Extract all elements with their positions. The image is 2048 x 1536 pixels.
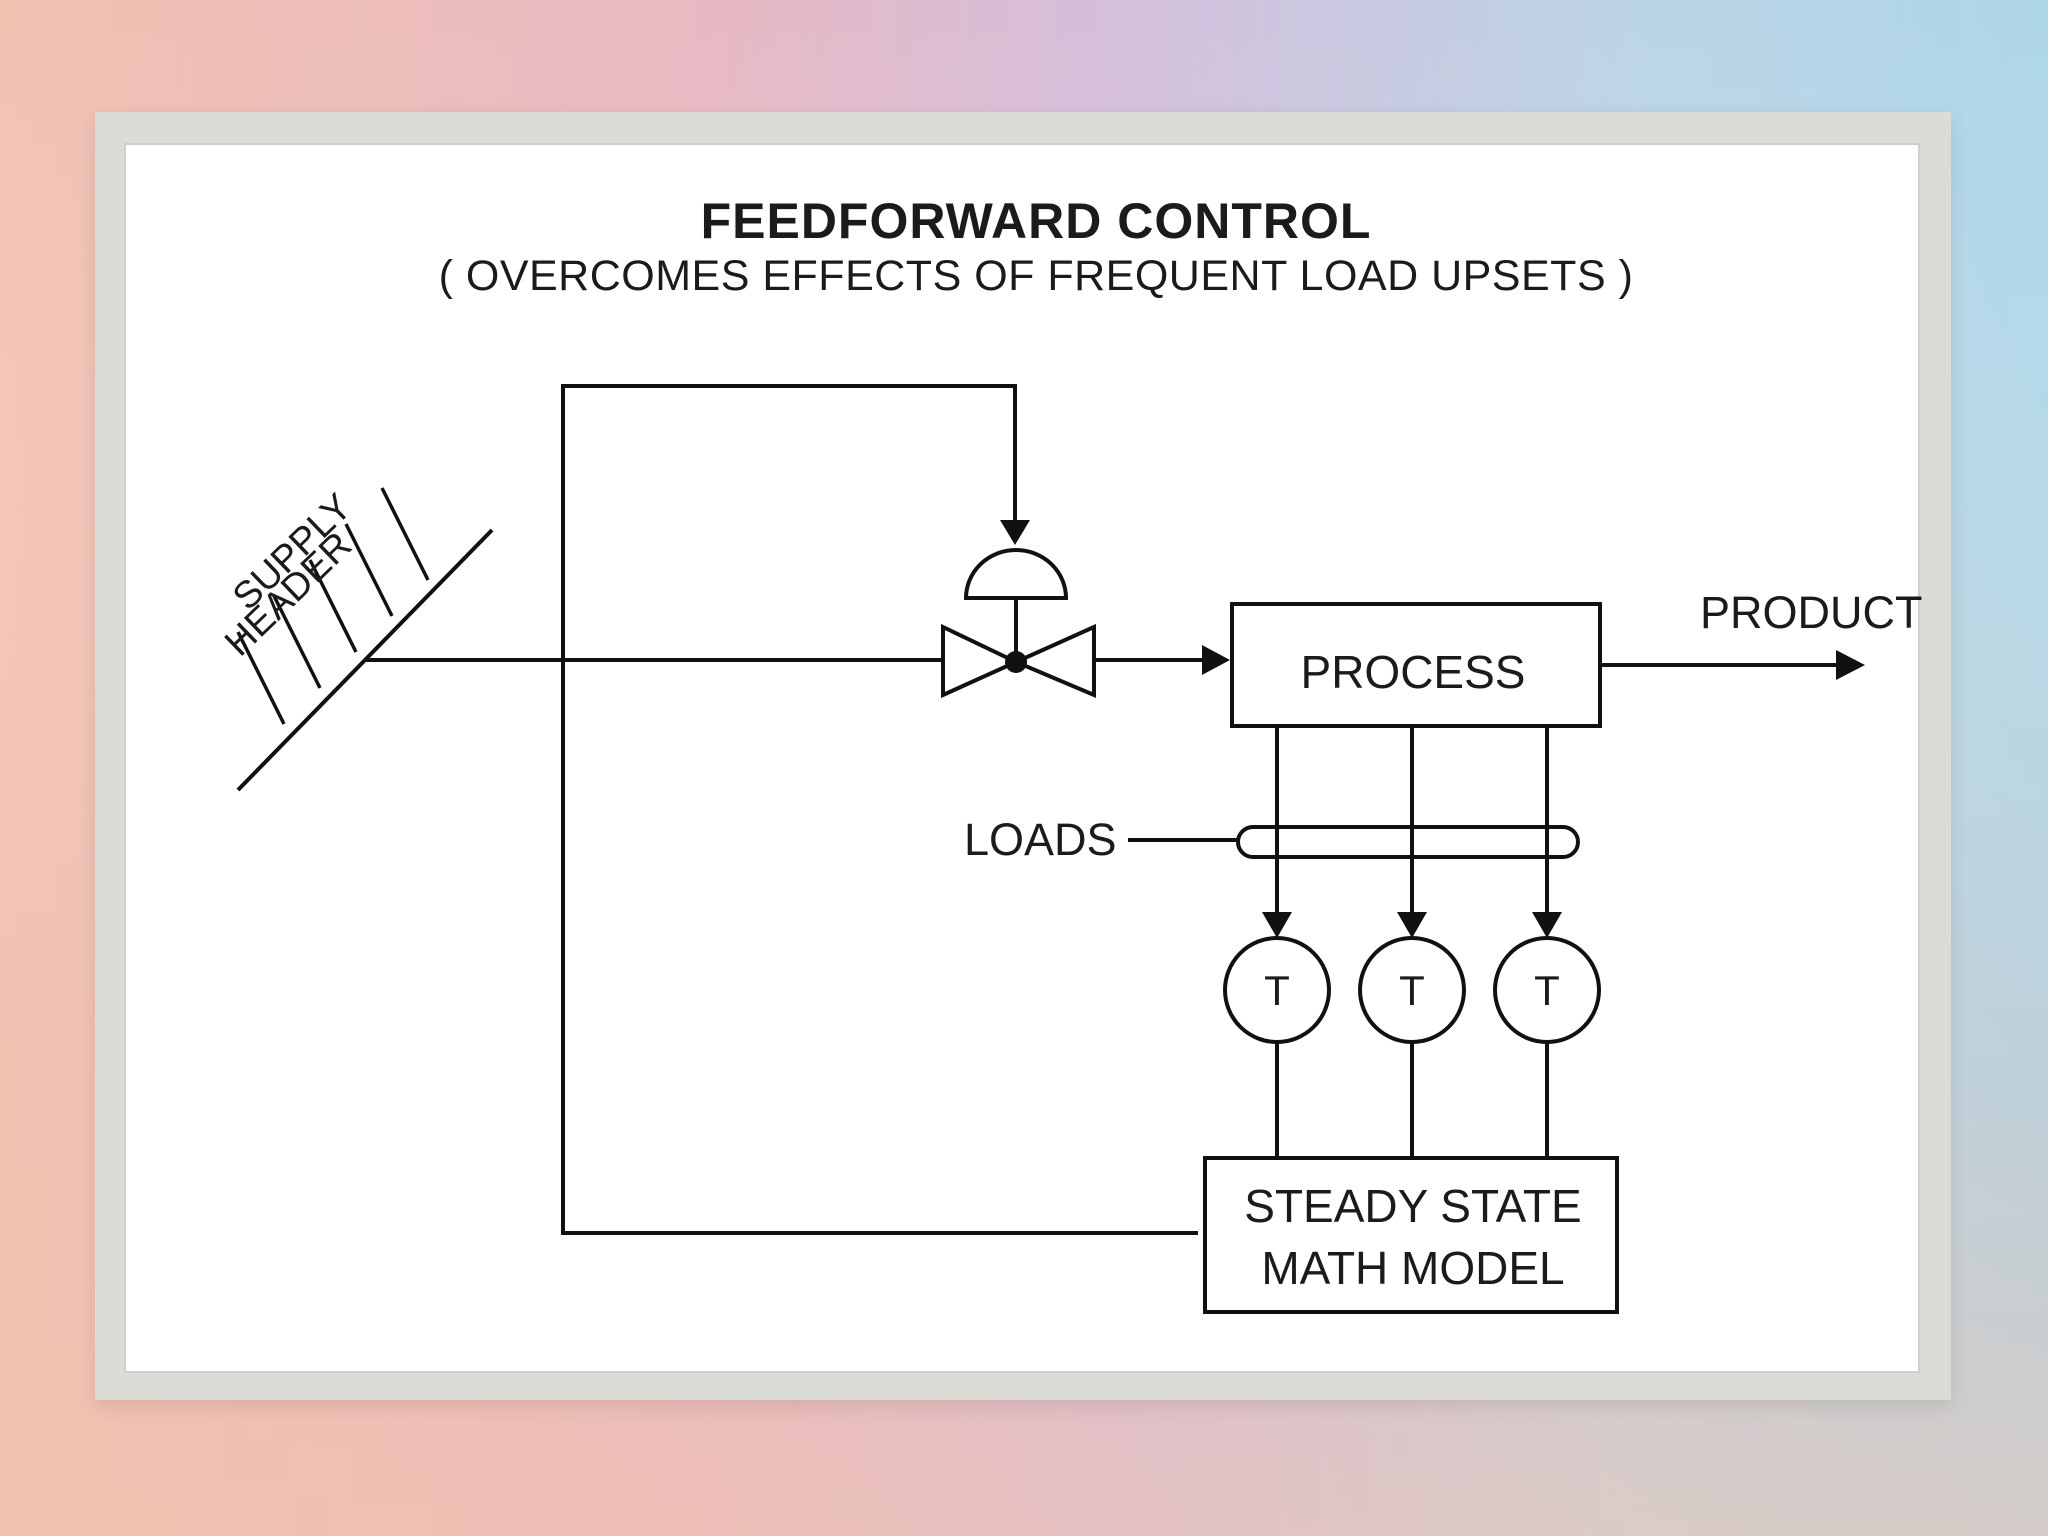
sensor-2: T bbox=[1358, 936, 1466, 1044]
product-arrow bbox=[1836, 650, 1865, 680]
math-model-label-line2: MATH MODEL bbox=[1261, 1242, 1564, 1294]
process-inlet-arrow bbox=[1202, 645, 1230, 675]
diagram-title: FEEDFORWARD CONTROL bbox=[701, 193, 1372, 249]
actuator-arrow bbox=[1000, 520, 1030, 545]
product-label: PRODUCT bbox=[1700, 587, 1923, 638]
diagram-subtitle: ( OVERCOMES EFFECTS OF FREQUENT LOAD UPS… bbox=[439, 252, 1634, 300]
process-label: PROCESS bbox=[1301, 646, 1526, 698]
math-model-label-line1: STEADY STATE bbox=[1244, 1180, 1581, 1232]
control-signal-line bbox=[561, 384, 1198, 1235]
diagram-canvas bbox=[124, 143, 1920, 1373]
sensor-3: T bbox=[1493, 936, 1601, 1044]
sensor-signal-lines bbox=[1275, 1042, 1549, 1158]
loads-bracket bbox=[1236, 825, 1580, 859]
sensor-1-label: T bbox=[1264, 967, 1290, 1014]
control-valve-icon bbox=[941, 548, 1096, 699]
loads-label: LOADS bbox=[964, 814, 1117, 865]
process-box bbox=[1230, 602, 1602, 728]
sensor-1: T bbox=[1223, 936, 1331, 1044]
sensor-2-label: T bbox=[1399, 967, 1425, 1014]
supply-header-symbol bbox=[236, 487, 494, 792]
measurement-lines bbox=[1262, 726, 1562, 938]
math-model-box bbox=[1203, 1156, 1619, 1314]
sensor-3-label: T bbox=[1534, 967, 1560, 1014]
